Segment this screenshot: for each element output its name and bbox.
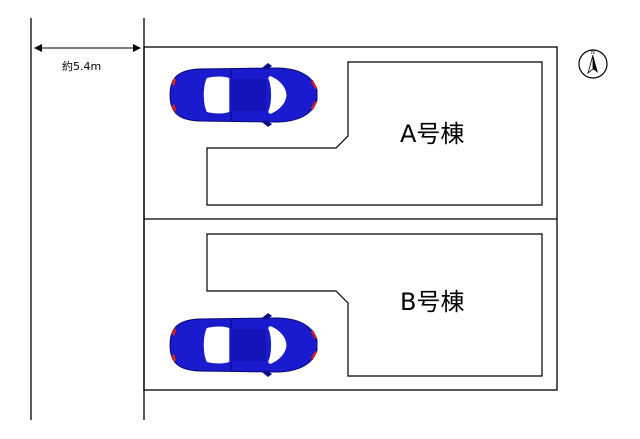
building-b-label: B号棟 xyxy=(400,288,464,316)
building-a-label: A号棟 xyxy=(400,120,464,148)
building-a-footprint xyxy=(206,61,543,206)
car-icon xyxy=(169,312,318,378)
north-arrow-icon: N xyxy=(578,49,608,79)
road-width-label: 約5.4m xyxy=(62,59,101,73)
car-icon xyxy=(169,62,318,128)
north-label: N xyxy=(591,50,595,56)
building-b-footprint xyxy=(206,233,543,377)
